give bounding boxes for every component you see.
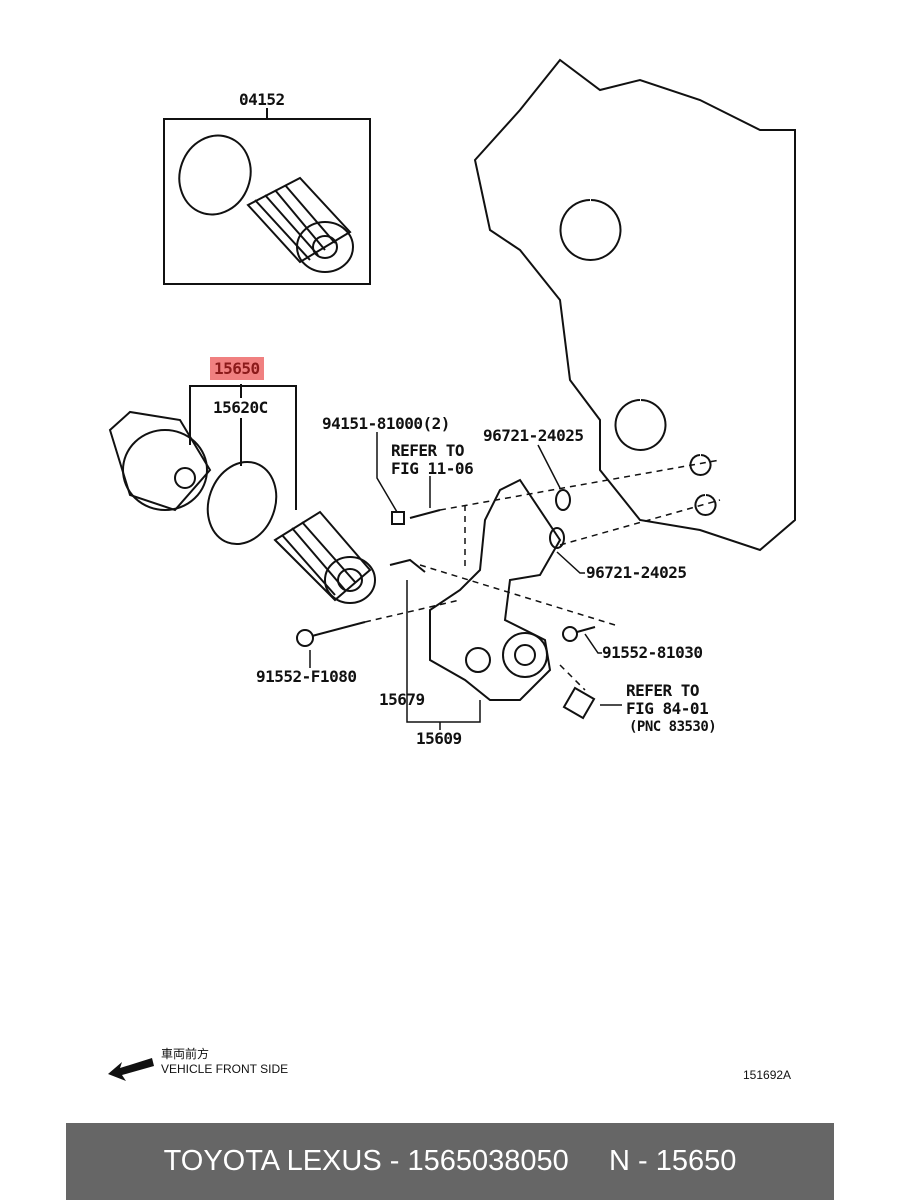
- front-direction-arrow-icon: [108, 1058, 154, 1081]
- o-ring-icon: [555, 489, 571, 511]
- filter-cap-icon: [108, 410, 212, 512]
- refer-pnc-83530: (PNC 83530): [629, 719, 717, 735]
- o-ring-icon: [206, 460, 278, 546]
- o-ring-icon: [549, 527, 565, 549]
- sensor-icon: [562, 686, 596, 720]
- engine-block-outline: [473, 58, 796, 552]
- banner-brand-part-number: TOYOTA LEXUS - 1565038050: [163, 1145, 569, 1177]
- refer-fig-84-01-line2[interactable]: FIG 84-01: [626, 699, 709, 718]
- part-label-91552-81030[interactable]: 91552-81030: [602, 643, 703, 662]
- banner-spacer: [569, 1145, 609, 1178]
- bolt-icon: [296, 621, 366, 647]
- part-label-91552-f1080[interactable]: 91552-F1080: [256, 667, 357, 686]
- part-label-04152[interactable]: 04152: [239, 90, 285, 109]
- part-label-96721-24025-b[interactable]: 96721-24025: [586, 563, 687, 582]
- part-label-15650-highlighted[interactable]: 15650: [210, 357, 264, 380]
- bolt-icon: [391, 509, 441, 525]
- refer-fig-84-01-line1: REFER TO: [626, 681, 700, 700]
- refer-fig-11-06-line1: REFER TO: [391, 441, 465, 460]
- filter-element-icon: [273, 510, 376, 604]
- filter-element-icon: [246, 176, 354, 273]
- direction-label-en: VEHICLE FRONT SIDE: [161, 1062, 289, 1076]
- o-ring-icon: [178, 134, 252, 216]
- banner-pnc: N - 15650: [609, 1145, 737, 1177]
- part-number-banner: TOYOTA LEXUS - 1565038050 N - 15650: [66, 1123, 834, 1200]
- part-label-15609[interactable]: 15609: [416, 729, 462, 748]
- part-label-15679[interactable]: 15679: [379, 690, 425, 709]
- direction-label-jp: 車両前方: [161, 1047, 210, 1061]
- part-label-94151[interactable]: 94151-81000(2): [322, 414, 450, 433]
- figure-id: 151692A: [743, 1068, 792, 1082]
- bolt-icon: [562, 626, 596, 642]
- oil-filter-housing-icon: [429, 478, 562, 701]
- part-label-15620c[interactable]: 15620C: [213, 398, 268, 417]
- part-label-96721-24025-a[interactable]: 96721-24025: [483, 426, 584, 445]
- refer-fig-11-06-line2[interactable]: FIG 11-06: [391, 459, 474, 478]
